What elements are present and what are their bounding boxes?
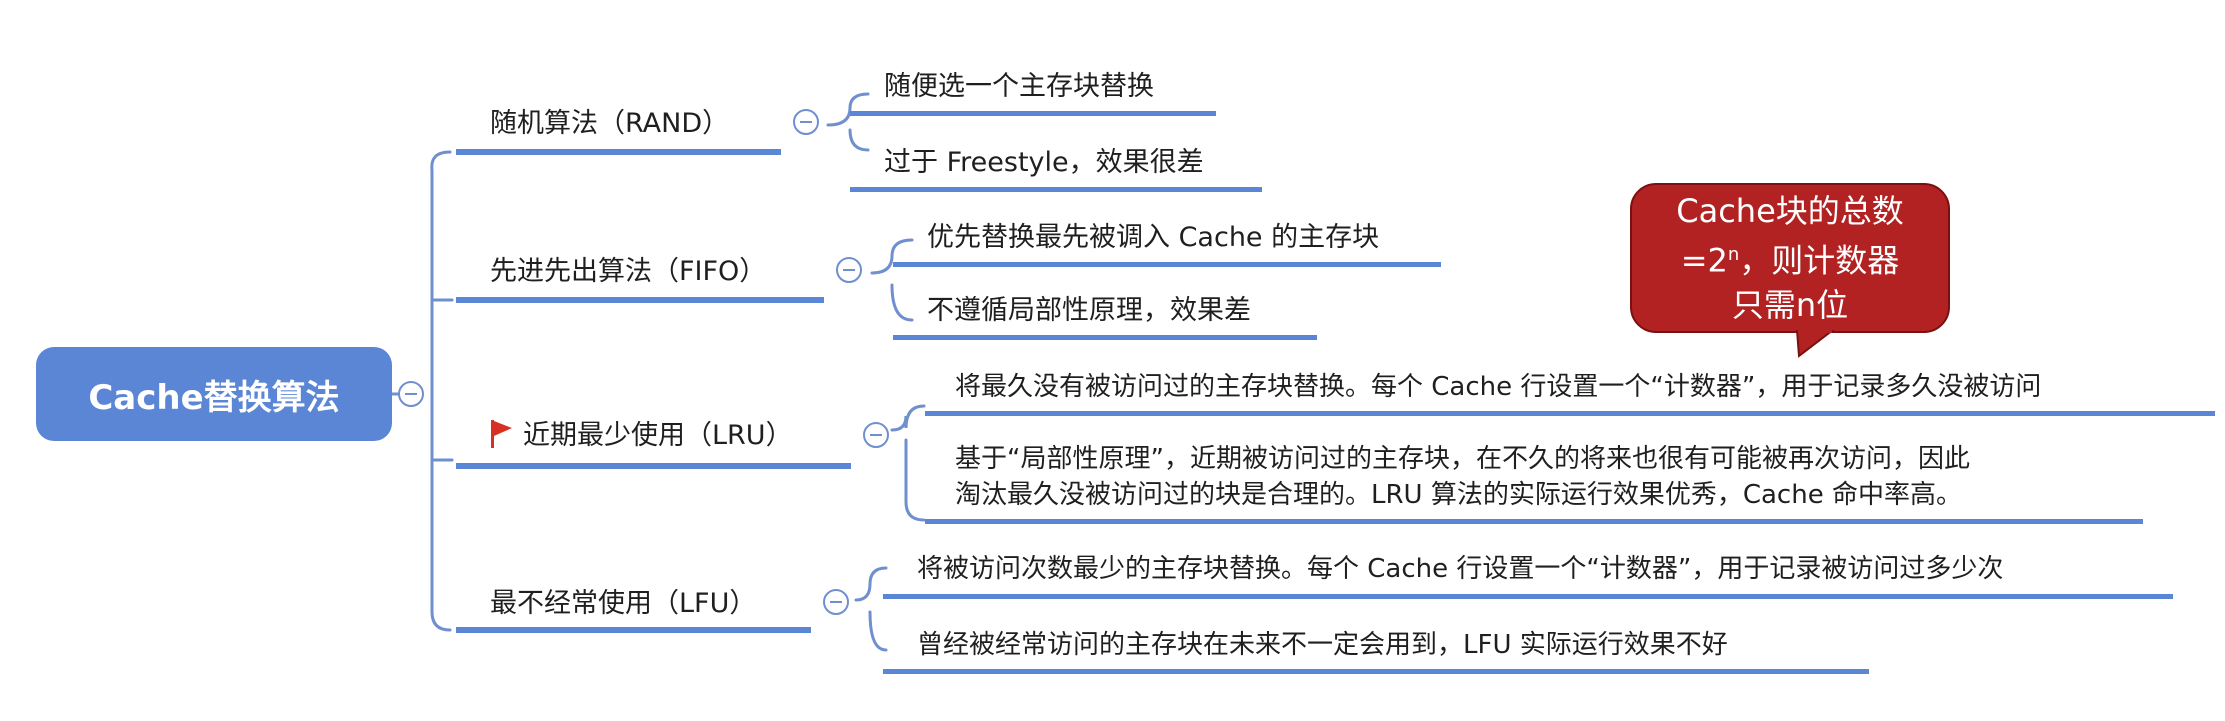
callout-line-2: =2n，则计数器 bbox=[1632, 233, 1948, 283]
leaf-fifo-2[interactable]: 不遵循局部性原理，效果差 bbox=[927, 295, 1251, 326]
branch-lru-label[interactable]: 近期最少使用（LRU） bbox=[523, 420, 793, 451]
leaf-bar-rand-1 bbox=[850, 111, 1216, 116]
minus-circle-icon bbox=[870, 434, 882, 436]
minus-circle-icon bbox=[830, 601, 842, 603]
connector-rand-leaves bbox=[826, 92, 870, 152]
collapse-lfu-toggle[interactable] bbox=[823, 589, 849, 615]
minus-circle-icon bbox=[843, 269, 855, 271]
connector-lfu-leaves bbox=[854, 566, 888, 652]
callout-line-2-suffix: ，则计数器 bbox=[1739, 241, 1900, 280]
leaf-lru-2a[interactable]: 基于“局部性原理”，近期被访问过的主存块，在不久的将来也很有可能被再次访问，因此 bbox=[955, 444, 1970, 474]
branch-fifo-label[interactable]: 先进先出算法（FIFO） bbox=[490, 256, 767, 287]
leaf-bar-lfu-1 bbox=[883, 594, 2173, 599]
branch-bar-rand bbox=[456, 149, 781, 155]
branch-bar-fifo bbox=[456, 297, 824, 303]
branch-lfu-label[interactable]: 最不经常使用（LFU） bbox=[490, 588, 757, 619]
leaf-lfu-2[interactable]: 曾经被经常访问的主存块在未来不一定会用到，LFU 实际运行效果不好 bbox=[917, 630, 1728, 660]
branch-bar-lru bbox=[456, 463, 851, 469]
callout-line-2-sup: n bbox=[1727, 244, 1740, 266]
minus-circle-icon bbox=[800, 121, 812, 123]
connector-lru-leaves bbox=[890, 404, 926, 522]
collapse-rand-toggle[interactable] bbox=[793, 109, 819, 135]
collapse-fifo-toggle[interactable] bbox=[836, 257, 862, 283]
callout-line-2-prefix: =2 bbox=[1680, 241, 1728, 280]
minus-circle-icon bbox=[405, 393, 417, 395]
leaf-lru-1[interactable]: 将最久没有被访问过的主存块替换。每个 Cache 行设置一个“计数器”，用于记录… bbox=[955, 372, 2042, 402]
leaf-lru-2b[interactable]: 淘汰最久没被访问过的块是合理的。LRU 算法的实际运行效果优秀，Cache 命中… bbox=[955, 480, 1962, 510]
leaf-bar-fifo-2 bbox=[893, 335, 1317, 340]
branch-bar-lfu bbox=[456, 627, 811, 633]
leaf-bar-rand-2 bbox=[850, 187, 1262, 192]
leaf-rand-2[interactable]: 过于 Freestyle，效果很差 bbox=[884, 147, 1204, 178]
leaf-bar-lfu-2 bbox=[883, 669, 1869, 674]
callout-line-3: 只需n位 bbox=[1731, 285, 1849, 324]
root-node[interactable]: Cache替换算法 bbox=[36, 347, 392, 441]
leaf-fifo-1[interactable]: 优先替换最先被调入 Cache 的主存块 bbox=[927, 222, 1380, 253]
leaf-lfu-1[interactable]: 将被访问次数最少的主存块替换。每个 Cache 行设置一个“计数器”，用于记录被… bbox=[917, 554, 2004, 584]
collapse-lru-toggle[interactable] bbox=[863, 422, 889, 448]
callout-note[interactable]: Cache块的总数 =2n，则计数器 只需n位 bbox=[1630, 183, 1950, 333]
root-label: Cache替换算法 bbox=[88, 377, 340, 418]
leaf-bar-fifo-1 bbox=[893, 262, 1441, 267]
leaf-bar-lru-2 bbox=[925, 519, 2143, 524]
leaf-rand-1[interactable]: 随便选一个主存块替换 bbox=[884, 71, 1154, 102]
callout-line-1: Cache块的总数 bbox=[1676, 192, 1904, 231]
connector-trunk bbox=[430, 150, 452, 632]
branch-rand-label[interactable]: 随机算法（RAND） bbox=[490, 108, 730, 139]
collapse-root-toggle[interactable] bbox=[398, 381, 424, 407]
flag-icon bbox=[491, 420, 512, 448]
connector-fifo-leaves bbox=[870, 238, 914, 322]
leaf-bar-lru-1 bbox=[925, 411, 2215, 416]
callout-tail bbox=[1795, 330, 1835, 358]
